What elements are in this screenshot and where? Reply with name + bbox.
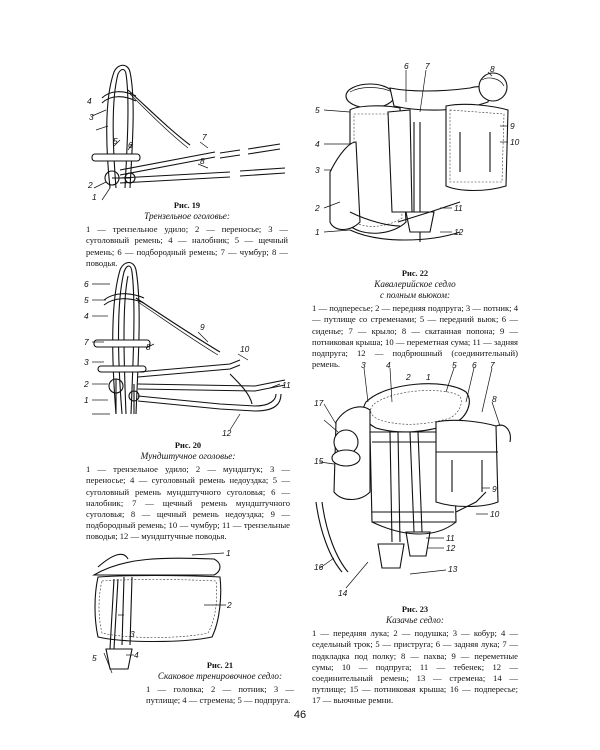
fig23-label-17: 17 xyxy=(314,398,324,408)
figure-19-illustration: 4 3 5 6 7 8 2 1 xyxy=(80,60,290,202)
fig23-label-16: 16 xyxy=(314,562,324,572)
figure-19-title: Рис. 19 xyxy=(173,201,201,210)
fig21-label-5: 5 xyxy=(92,653,97,663)
figure-20-legend: 1 — трензельное удило; 2 — мундштук; 3 —… xyxy=(86,464,290,542)
fig22-label-9: 9 xyxy=(510,121,515,131)
figure-21-illustration: 1 2 3 4 5 xyxy=(84,545,234,675)
figure-19-labels: 4 3 5 6 7 8 2 1 xyxy=(87,96,207,202)
fig23-label-4: 4 xyxy=(386,360,391,370)
fig23-label-11: 11 xyxy=(446,533,455,543)
fig20-label-4: 4 xyxy=(84,311,89,321)
fig20-label-8: 8 xyxy=(146,342,151,352)
figure-23-caption: Рис. 23 Казачье седло: 1 — передняя лука… xyxy=(312,604,518,707)
fig23-label-8: 8 xyxy=(492,394,497,404)
fig19-label-8: 8 xyxy=(200,156,205,166)
fig20-label-1: 1 xyxy=(84,395,89,405)
fig22-label-2: 2 xyxy=(314,203,320,213)
figure-23-subtitle: Казачье седло: xyxy=(386,615,444,626)
fig21-label-1: 1 xyxy=(226,548,231,558)
fig22-label-1: 1 xyxy=(315,227,320,237)
fig20-label-7: 7 xyxy=(84,337,89,347)
fig20-label-3: 3 xyxy=(84,357,89,367)
figure-23-illustration: 3 4 5 6 7 8 17 15 9 10 11 12 16 13 14 1 … xyxy=(306,360,526,600)
figure-20-labels: 6 5 4 7 8 3 9 10 2 11 1 12 xyxy=(83,279,291,438)
fig19-label-2: 2 xyxy=(87,180,93,190)
figure-22-legend: 1 — подпересье; 2 — передняя подпруга; 3… xyxy=(312,303,518,370)
fig22-label-4: 4 xyxy=(315,139,320,149)
fig22-label-3: 3 xyxy=(315,165,320,175)
fig23-label-6: 6 xyxy=(472,360,477,370)
figure-21-title: Рис. 21 xyxy=(206,661,234,670)
snaffle-bridle-drawing xyxy=(91,64,286,201)
cavalry-saddle-drawing xyxy=(323,69,509,242)
figure-20-subtitle: Мундштучное оголовье: xyxy=(140,451,236,462)
figure-19-legend: 1 — трензельное удило; 2 — переносье; 3 … xyxy=(86,224,288,268)
figure-20-title: Рис. 20 xyxy=(174,441,202,450)
figure-23-title: Рис. 23 xyxy=(401,605,429,614)
fig19-label-6: 6 xyxy=(128,140,133,150)
figure-22-illustration: 6 7 8 5 9 10 4 3 2 11 1 12 xyxy=(310,61,525,262)
figure-21-subtitle: Скаковое тренировочное седло: xyxy=(157,671,283,682)
fig19-label-1: 1 xyxy=(92,192,97,202)
fig19-label-5: 5 xyxy=(113,136,118,146)
fig21-label-3: 3 xyxy=(130,629,135,639)
fig22-label-10: 10 xyxy=(510,137,520,147)
fig22-label-12: 12 xyxy=(454,227,464,237)
racing-saddle-drawing xyxy=(92,552,226,674)
fig20-label-11: 11 xyxy=(282,380,291,390)
fig22-label-7: 7 xyxy=(425,61,430,71)
fig22-label-5: 5 xyxy=(315,105,320,115)
fig20-label-2: 2 xyxy=(83,379,89,389)
fig23-label-14: 14 xyxy=(338,588,348,598)
figure-19-subtitle: Трензельное оголовье: xyxy=(144,211,230,222)
fig20-label-6: 6 xyxy=(84,279,89,289)
fig23-label-10: 10 xyxy=(490,509,500,519)
fig23-label-15: 15 xyxy=(314,456,324,466)
figure-22-subtitle-line2: с полным вьюком: xyxy=(379,290,451,301)
fig23-label-13: 13 xyxy=(448,564,458,574)
fig20-label-9: 9 xyxy=(200,322,205,332)
figure-22-labels: 6 7 8 5 9 10 4 3 2 11 1 12 xyxy=(314,61,520,237)
figure-22-caption: Рис. 22 Кавалерийское седло с полным вью… xyxy=(312,268,518,370)
fig22-label-6: 6 xyxy=(404,61,409,71)
fig21-label-2: 2 xyxy=(226,600,232,610)
fig20-label-10: 10 xyxy=(240,344,250,354)
fig23-label-9: 9 xyxy=(492,484,497,494)
fig20-label-12: 12 xyxy=(222,428,232,438)
figure-22-title: Рис. 22 xyxy=(401,269,429,278)
fig23-label-7: 7 xyxy=(490,360,495,370)
fig22-label-8: 8 xyxy=(490,64,495,74)
figure-21-legend: 1 — головка; 2 — потник; 3 — путлище; 4 … xyxy=(146,684,294,706)
fig19-label-4: 4 xyxy=(87,96,92,106)
figure-20-caption: Рис. 20 Мундштучное оголовье: 1 — трензе… xyxy=(86,440,290,543)
fig19-label-7: 7 xyxy=(202,132,207,142)
figure-22-subtitle-line1: Кавалерийское седло xyxy=(374,279,456,290)
fig23-label-3: 3 xyxy=(361,360,366,370)
fig22-label-11: 11 xyxy=(454,203,463,213)
figure-21-caption: Рис. 21 Скаковое тренировочное седло: 1 … xyxy=(146,660,294,707)
figure-20-illustration: 6 5 4 7 8 3 9 10 2 11 1 12 xyxy=(80,254,295,439)
fig21-label-4: 4 xyxy=(134,650,139,660)
figure-21-labels: 1 2 3 4 5 xyxy=(92,548,232,663)
fig19-label-3: 3 xyxy=(89,112,94,122)
fig20-label-5: 5 xyxy=(84,295,89,305)
fig23-label-2: 2 xyxy=(405,372,411,382)
page-number: 46 xyxy=(293,709,307,721)
curb-bridle-drawing xyxy=(92,261,286,431)
figure-23-legend: 1 — передняя лука; 2 — подушка; 3 — кобу… xyxy=(312,628,518,706)
fig23-label-1: 1 xyxy=(426,372,431,382)
figure-23-labels: 3 4 5 6 7 8 17 15 9 10 11 12 16 13 14 1 … xyxy=(314,360,500,598)
fig23-label-12: 12 xyxy=(446,543,456,553)
fig23-label-5: 5 xyxy=(452,360,457,370)
cossack-saddle-drawing xyxy=(315,367,511,589)
figure-19-caption: Рис. 19 Трензельное оголовье: 1 — трензе… xyxy=(86,200,288,269)
